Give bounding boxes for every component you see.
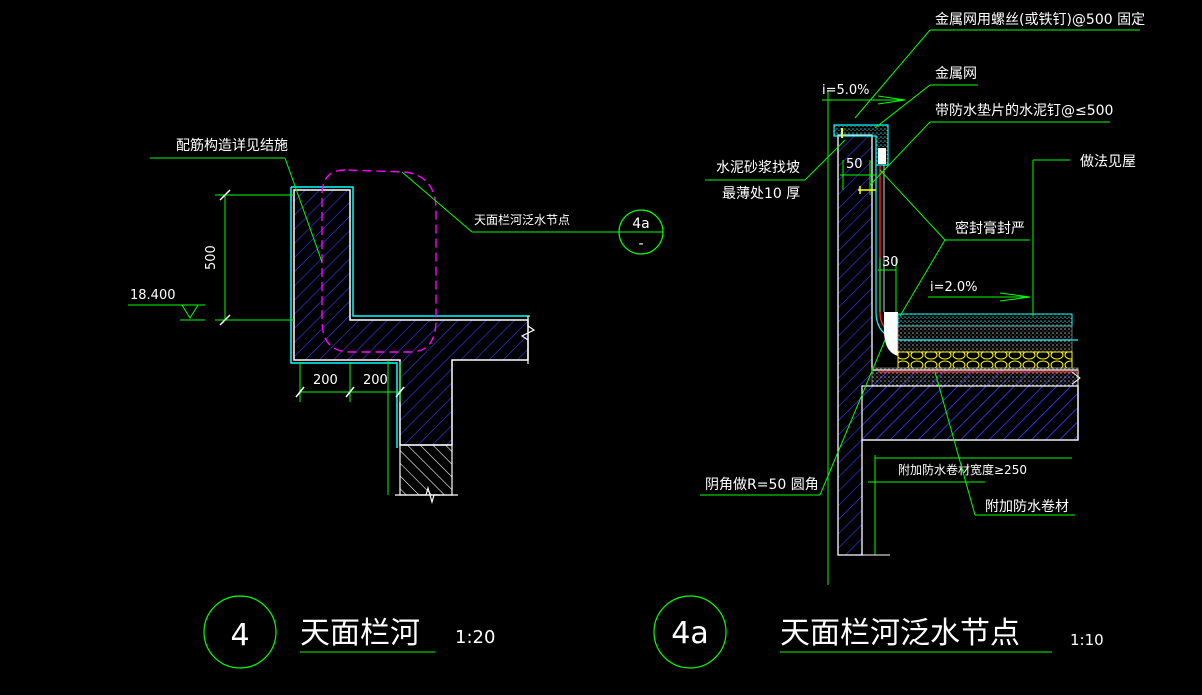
- detail-4-section: 500 18.400 200 200 配筋构造详见结施 天面栏河泛水节点 4a …: [128, 137, 664, 505]
- label-mesh: 金属网: [935, 66, 977, 82]
- dim-width-1: 200: [313, 373, 338, 388]
- detail-ref-callout: 天面栏河泛水节点: [474, 212, 570, 227]
- title-4a: 4a 天面栏河泛水节点 1:10: [653, 595, 1104, 669]
- detail-4a-fillet: [884, 312, 898, 356]
- slope-arrow-top: [877, 95, 906, 105]
- detail-4-concrete: [293, 189, 529, 446]
- roof-top-layer: [897, 313, 1073, 327]
- roof-slab: [861, 385, 1079, 441]
- detail-4-break-right: [520, 316, 536, 364]
- label-mortar-2: 最薄处10 厚: [722, 186, 800, 202]
- label-screw: 金属网用螺丝(或铁钉)@500 固定: [935, 12, 1145, 28]
- title-4-name: 天面栏河: [300, 616, 420, 651]
- dim-width-2: 200: [363, 373, 388, 388]
- label-extra: 附加防水卷材: [985, 499, 1069, 515]
- label-practice: 做法见屋: [1080, 154, 1136, 170]
- roof-screed: [897, 325, 1073, 353]
- title-4-number: 4: [230, 618, 249, 653]
- title-4a-number: 4a: [671, 616, 708, 651]
- detail-4-brick: [399, 444, 453, 496]
- detail-4-revision-cloud: [321, 169, 437, 353]
- label-mortar-1: 水泥砂浆找坡: [716, 160, 800, 176]
- dim-50: 50: [846, 157, 863, 172]
- detail-ref-bubble-top: 4a: [632, 216, 650, 232]
- title-4a-scale: 1:10: [1070, 631, 1104, 649]
- title-4-scale: 1:20: [455, 627, 495, 648]
- slope-arrow-roof: [999, 292, 1031, 302]
- elevation-marker: [181, 304, 199, 319]
- dim-height-500: 500: [204, 245, 219, 270]
- roof-insulation: [897, 351, 1073, 369]
- dim-30: 30: [882, 255, 899, 270]
- roof-base: [871, 367, 1079, 387]
- detail-4a-section: 附加防水卷材宽度≥250 50 30 i=5.0% i=2.0% 金属网用螺丝(…: [700, 12, 1145, 585]
- rebar-callout: 配筋构造详见结施: [176, 137, 288, 154]
- title-4a-name: 天面栏河泛水节点: [780, 616, 1020, 651]
- slope-roof: i=2.0%: [930, 280, 978, 295]
- label-nail: 带防水垫片的水泥钉@≤500: [935, 103, 1113, 119]
- label-sealant: 密封膏封严: [955, 220, 1025, 237]
- elevation-label: 18.400: [130, 288, 176, 303]
- label-fillet: 阴角做R=50 圆角: [705, 477, 819, 493]
- title-4: 4 天面栏河 1:20: [203, 595, 495, 669]
- detail-ref-bubble-bottom: -: [638, 236, 643, 252]
- detail-4-break-bottom: [420, 485, 440, 505]
- slope-top: i=5.0%: [822, 83, 870, 98]
